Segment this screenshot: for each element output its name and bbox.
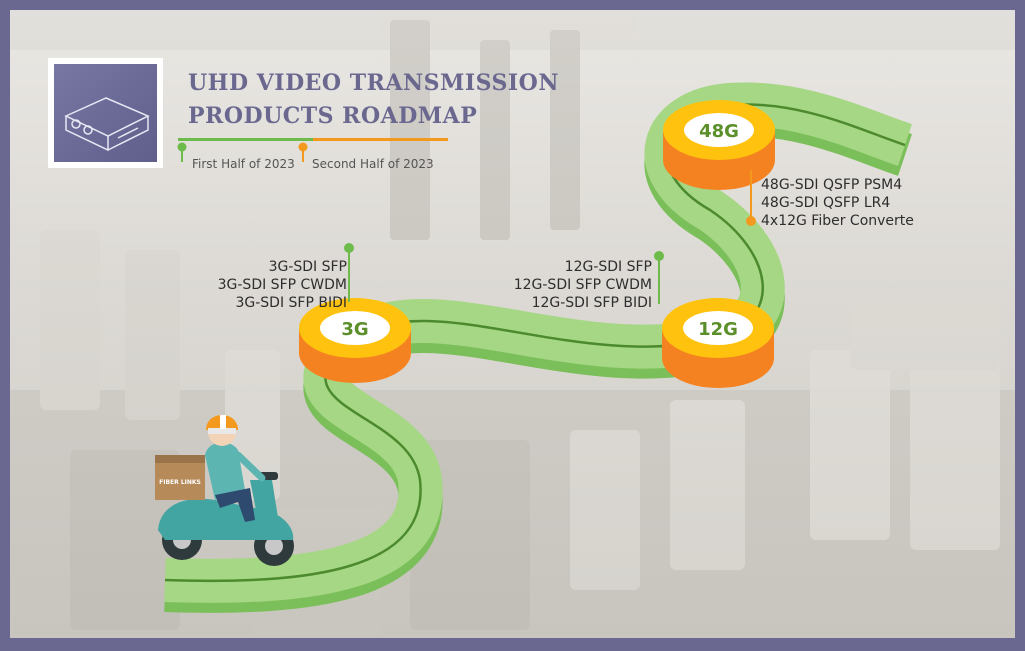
fiber-converter-icon	[48, 58, 163, 168]
roadmap-canvas: UHD VIDEO TRANSMISSION PRODUCTS ROADMAP …	[10, 10, 1015, 638]
product-12g-2: 12G-SDI SFP CWDM	[513, 277, 652, 293]
milestone-12g: 12G	[662, 298, 774, 388]
page-subtitle: PRODUCTS ROADMAP	[188, 103, 478, 129]
product-48g-2: 48G-SDI QSFP LR4	[761, 195, 891, 211]
delivery-box-label: FIBER LINKS	[159, 479, 201, 486]
product-12g-1: 12G-SDI SFP	[564, 259, 652, 275]
page-title: UHD VIDEO TRANSMISSION	[188, 70, 559, 96]
pin-12g	[654, 251, 664, 304]
product-12g-3: 12G-SDI SFP BIDI	[531, 295, 652, 311]
milestone-3g: 3G	[299, 298, 411, 383]
scooter-delivery-icon: FIBER LINKS	[155, 415, 294, 566]
legend-second-half: Second Half of 2023	[312, 157, 434, 171]
console-background	[10, 10, 1015, 638]
pin-3g	[344, 243, 354, 302]
milestone-label-3g: 3G	[341, 319, 368, 340]
product-3g-3: 3G-SDI SFP BIDI	[235, 295, 347, 311]
milestone-label-48g: 48G	[699, 121, 739, 142]
product-list-12g: 12G-SDI SFP 12G-SDI SFP CWDM 12G-SDI SFP…	[514, 258, 652, 312]
milestone-label-12g: 12G	[698, 319, 738, 340]
product-3g-2: 3G-SDI SFP CWDM	[217, 277, 347, 293]
product-48g-1: 48G-SDI QSFP PSM4	[761, 177, 903, 193]
roadmap-road: 3G 12G 48G	[155, 82, 913, 613]
pin-48g	[746, 170, 756, 226]
product-list-48g: 48G-SDI QSFP PSM4 48G-SDI QSFP LR4 4x12G…	[761, 176, 914, 230]
green-pin-icon	[177, 142, 187, 162]
legend-bar-second-half	[313, 138, 448, 141]
product-48g-3: 4x12G Fiber Converte	[761, 213, 914, 229]
product-list-3g: 3G-SDI SFP 3G-SDI SFP CWDM 3G-SDI SFP BI…	[218, 258, 347, 312]
milestone-48g: 48G	[663, 100, 775, 190]
product-3g-1: 3G-SDI SFP	[268, 259, 347, 275]
orange-pin-icon	[298, 142, 308, 162]
legend-bar-first-half	[178, 138, 313, 141]
legend-first-half: First Half of 2023	[192, 157, 295, 171]
